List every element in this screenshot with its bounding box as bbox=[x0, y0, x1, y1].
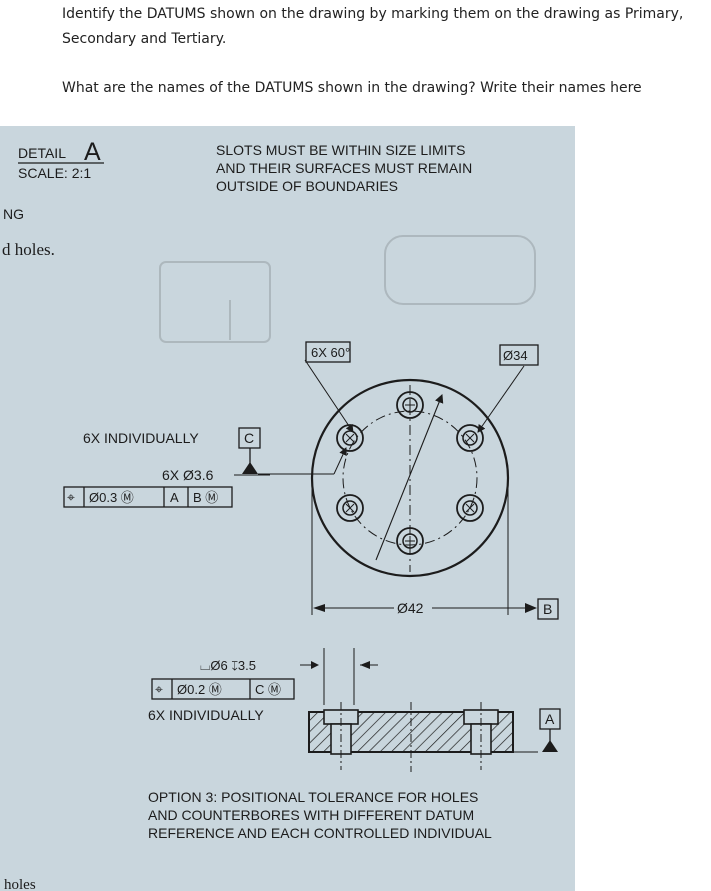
outer-dim: Ø42 bbox=[397, 600, 424, 616]
margin-text-3: holes bbox=[4, 877, 36, 891]
drawing-photo: DETAIL A SCALE: 2:1 SLOTS MUST BE WITHIN… bbox=[0, 126, 575, 891]
bolt-circle-dim: Ø34 bbox=[503, 348, 528, 363]
detail-letter: A bbox=[84, 138, 101, 166]
note-line-2: AND THEIR SURFACES MUST REMAIN bbox=[216, 160, 472, 176]
hole-fcf-datum-a: A bbox=[170, 490, 179, 505]
caption-line-2: AND COUNTERBORES WITH DIFFERENT DATUM bbox=[148, 807, 474, 823]
individually-c-text: 6X INDIVIDUALLY bbox=[83, 430, 199, 446]
hole-top bbox=[396, 391, 424, 419]
hole-bottom bbox=[396, 527, 424, 555]
top-view bbox=[304, 359, 525, 578]
datum-a-triangle bbox=[542, 740, 558, 752]
datum-b-letter: B bbox=[543, 601, 552, 617]
hole-lower-left bbox=[336, 494, 364, 522]
caption-line-3: REFERENCE AND EACH CONTROLLED INDIVIDUAL bbox=[148, 825, 492, 841]
hole-fcf-symbol: ⌖ bbox=[67, 489, 75, 505]
datum-b-box bbox=[537, 598, 559, 620]
question-text-block: Identify the DATUMS shown on the drawing… bbox=[62, 0, 707, 120]
margin-text-1: NG bbox=[3, 206, 24, 222]
datum-c-triangle bbox=[242, 462, 258, 474]
section-view bbox=[308, 702, 514, 772]
individually-text: 6X INDIVIDUALLY bbox=[148, 707, 264, 723]
datum-c-letter: C bbox=[244, 430, 254, 446]
cbore-fcf-symbol: ⌖ bbox=[155, 681, 163, 697]
datum-a-letter: A bbox=[545, 711, 555, 727]
angle-callout: 6X 60° bbox=[311, 345, 350, 360]
engineering-drawing: DETAIL A SCALE: 2:1 SLOTS MUST BE WITHIN… bbox=[2, 138, 561, 891]
question-instruction: Identify the DATUMS shown on the drawing… bbox=[62, 6, 684, 47]
cbore-fcf-tolerance: Ø0.2 Ⓜ bbox=[177, 682, 222, 697]
scale-label: SCALE: 2:1 bbox=[18, 165, 91, 181]
outer-circle bbox=[310, 378, 510, 578]
hole-upper-right bbox=[456, 424, 484, 452]
background-traces bbox=[159, 235, 536, 343]
hole-feature-control-frame bbox=[63, 486, 233, 508]
datum-b-triangle bbox=[525, 603, 537, 613]
bolt-circle-leader bbox=[477, 365, 525, 433]
question-prompt: What are the names of the DATUMS shown i… bbox=[62, 80, 642, 96]
detail-label: DETAIL bbox=[18, 145, 66, 161]
hole-dim: 6X Ø3.6 bbox=[162, 467, 214, 483]
cbore-fcf-datum-c: C Ⓜ bbox=[255, 682, 281, 697]
hole-fcf-datum-b: B Ⓜ bbox=[193, 490, 218, 505]
caption-line-1: OPTION 3: POSITIONAL TOLERANCE FOR HOLES bbox=[148, 789, 478, 805]
counterbore-feature-control-frame bbox=[151, 678, 295, 700]
diameter-leader bbox=[375, 393, 444, 561]
note-line-1: SLOTS MUST BE WITHIN SIZE LIMITS bbox=[216, 142, 465, 158]
margin-text-2: d holes. bbox=[2, 240, 55, 259]
angle-leader bbox=[304, 359, 354, 433]
note-line-3: OUTSIDE OF BOUNDARIES bbox=[216, 178, 398, 194]
hole-fcf-tolerance: Ø0.3 Ⓜ bbox=[89, 490, 134, 505]
hole-upper-left bbox=[336, 424, 364, 452]
counterbore-dim: ⌴Ø6 ↧3.5 bbox=[200, 658, 256, 673]
hole-lower-right bbox=[456, 494, 484, 522]
